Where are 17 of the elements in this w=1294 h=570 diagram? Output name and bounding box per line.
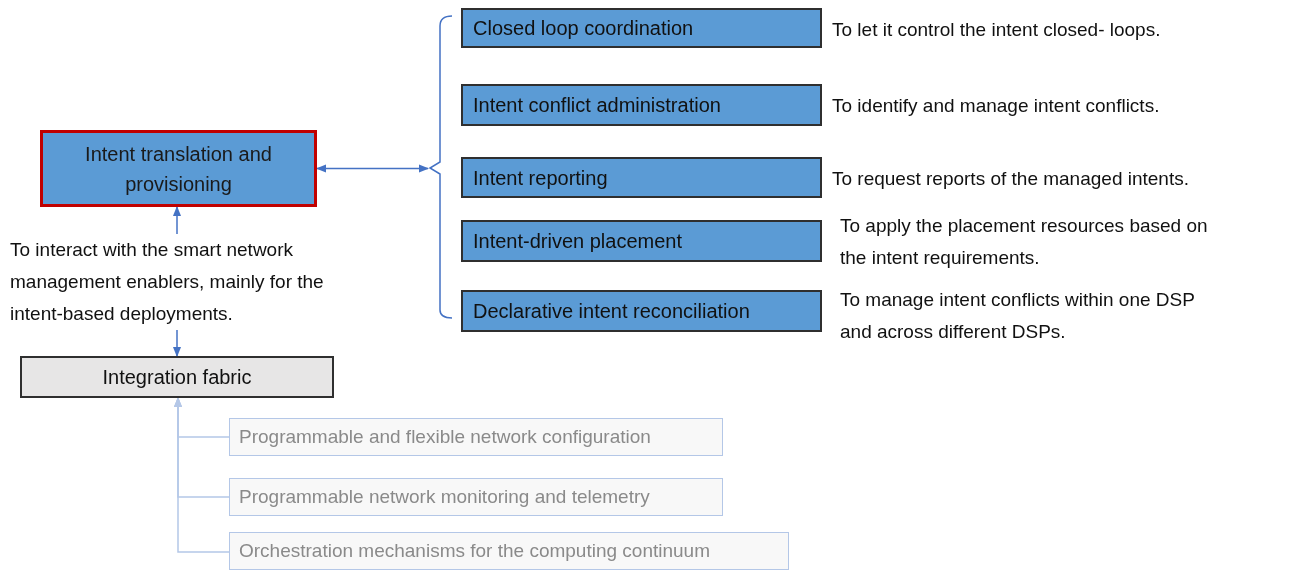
process-box: Intent translation and provisioning [40,130,317,207]
description-text: To apply the placement resources based on the intent requirements. [840,214,1209,270]
function-box: Intent-driven placement [461,220,822,262]
enabler-box: Programmable and flexible network configuration [229,418,723,456]
description-text: To request reports of the managed intents. [832,167,1190,191]
function-box: Intent reporting [461,157,822,198]
description-text: To identify and manage intent conflicts. [832,94,1161,118]
fabric-box: Integration fabric [20,356,334,398]
description-text: To let it control the intent closed- loops. [832,18,1162,42]
function-box: Intent conflict administration [461,84,822,126]
curly-bracket [429,15,453,319]
connector-arrow [315,164,430,173]
description-text: To manage intent conflicts within one DSP and across different DSPs. [840,288,1196,344]
function-box: Closed loop coordination [461,8,822,48]
enabler-box: Programmable network monitoring and telemetry [229,478,723,516]
enabler-box: Orchestration mechanisms for the computing continuum [229,532,789,570]
function-box: Declarative intent reconciliation [461,290,822,332]
